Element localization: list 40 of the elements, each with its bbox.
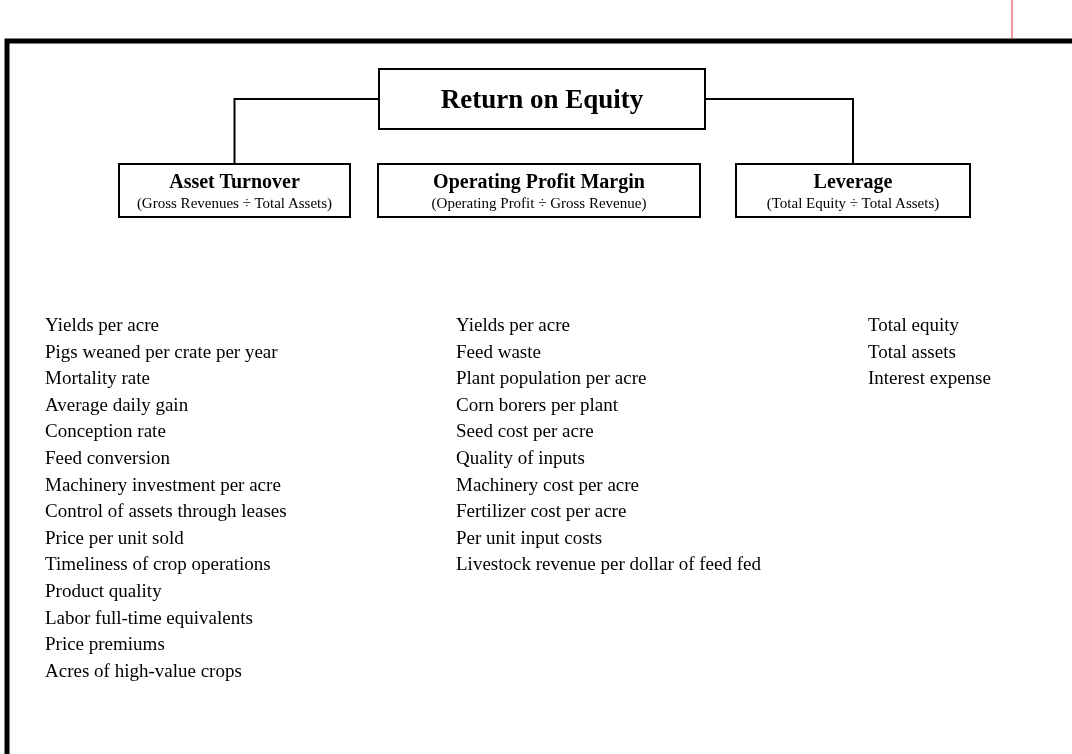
factor-text: Price premiums — [45, 633, 165, 656]
factor-text: Corn borers per plant — [456, 393, 618, 416]
category-box — [378, 68, 706, 130]
factor-text: Price per unit sold — [45, 526, 184, 549]
factor-text: Plant population per acre — [456, 367, 647, 390]
factor-text: Timeliness of crop operations — [45, 553, 271, 576]
box-title: Leverage — [813, 169, 893, 193]
connector-line — [233, 98, 379, 164]
factor-text: Machinery cost per acre — [456, 473, 640, 496]
category-box — [735, 163, 971, 218]
factor-text: Machinery investment per acre — [45, 473, 281, 496]
factor-text: Yields per acre — [456, 314, 570, 336]
factor-text: Livestock revenue per dollar of feed fed — [456, 553, 761, 576]
factor-text: Total equity — [868, 314, 959, 336]
factor-text: Quality of inputs — [456, 447, 585, 469]
factor-text: Pigs weaned per crate per year — [45, 340, 278, 363]
factor-text: Conception rate — [45, 420, 166, 443]
factor-text: Feed waste — [456, 340, 541, 363]
factor-text: Fertilizer cost per acre — [456, 500, 627, 523]
factor-text: Interest expense — [868, 367, 991, 390]
formula-text: (Total Equity ÷ Total Assets) — [766, 194, 940, 212]
factor-text: Feed conversion — [45, 447, 171, 469]
formula-text: (Operating Profit ÷ Gross Revenue) — [431, 194, 647, 212]
box-title: Return on Equity — [440, 83, 644, 115]
factor-text: Product quality — [45, 580, 162, 602]
factor-text: Yields per acre — [45, 314, 159, 336]
factor-text: Seed cost per acre — [456, 420, 594, 443]
factor-text: Mortality rate — [45, 367, 150, 390]
factor-text: Control of assets through leases — [45, 500, 287, 523]
connector-line — [705, 98, 854, 164]
box-title: Operating Profit Margin — [433, 169, 645, 193]
factor-text: Acres of high-value crops — [45, 659, 242, 682]
box-title: Asset Turnover — [169, 169, 300, 193]
factor-text: Average daily gain — [45, 393, 189, 416]
category-box — [118, 163, 351, 218]
factor-text: Labor full-time equivalents — [45, 606, 253, 629]
formula-text: (Gross Revenues ÷ Total Assets) — [136, 194, 333, 212]
factor-text: Per unit input costs — [456, 526, 603, 549]
factor-text: Total assets — [868, 340, 956, 363]
category-box — [377, 163, 701, 218]
